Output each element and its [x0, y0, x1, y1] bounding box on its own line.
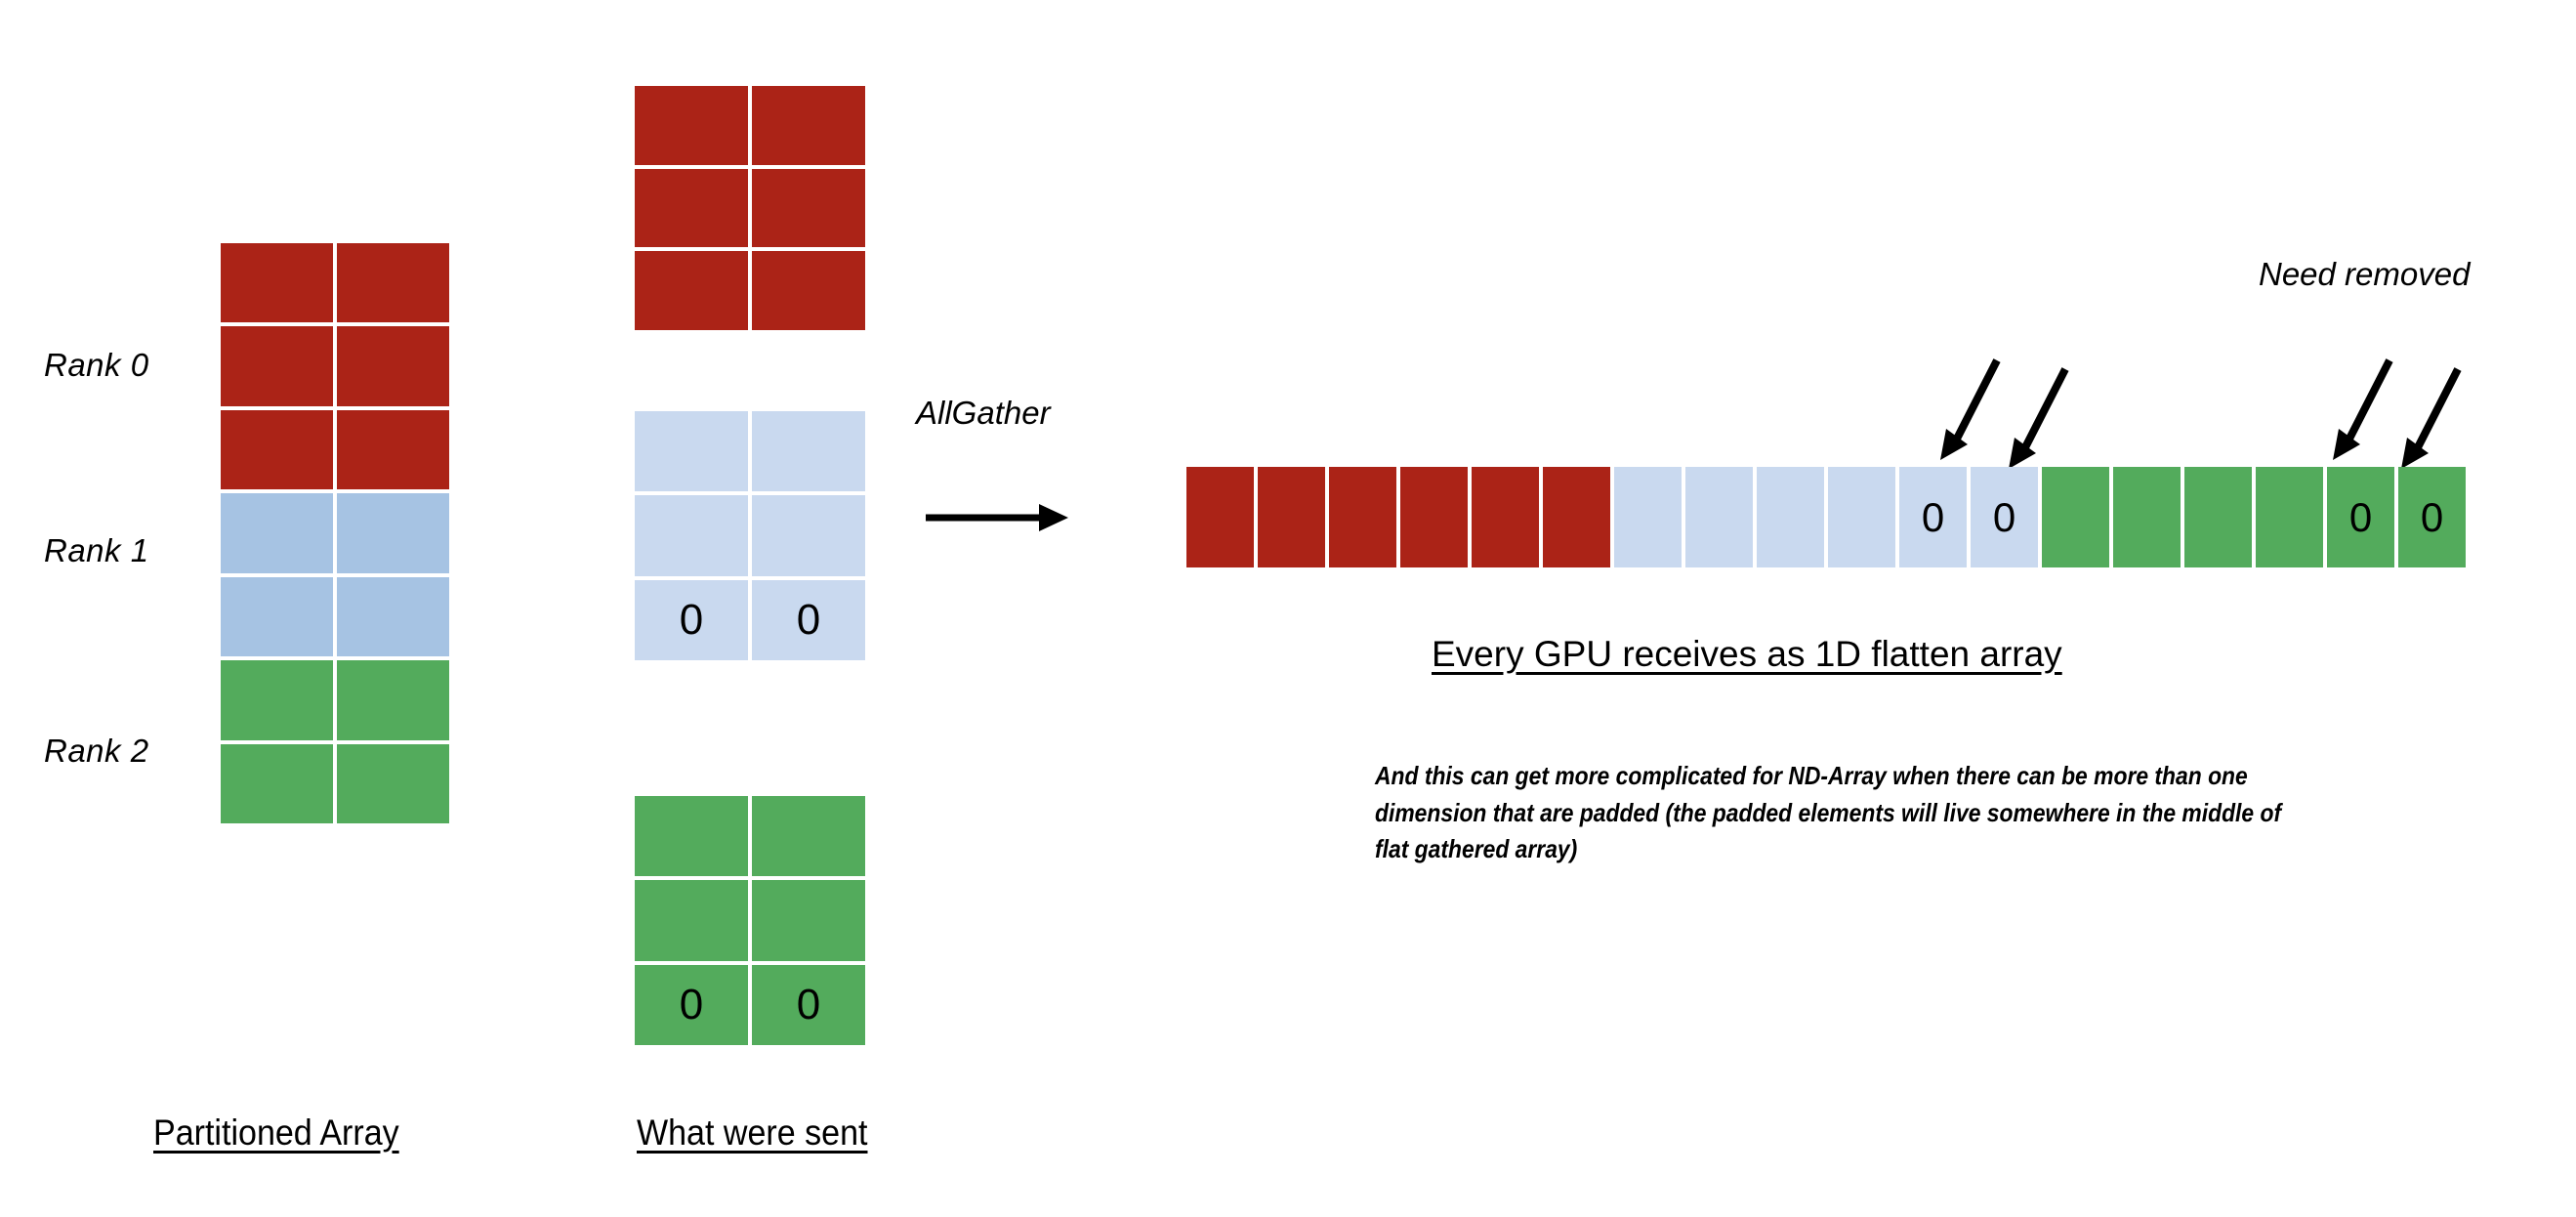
- nd-array-footnote: And this can get more complicated for ND…: [1375, 761, 2282, 864]
- flat-cell-9: [1828, 467, 1895, 567]
- rank-label-1: Rank 1: [44, 532, 149, 568]
- rank-label-2: Rank 2: [44, 733, 149, 769]
- sent-cell-0-1-1: [752, 168, 865, 248]
- sent-cell-1-0-1: [752, 411, 865, 492]
- sent-cell-2-2-1: 0: [752, 964, 865, 1045]
- need-removed-label: Need removed: [2259, 256, 2471, 292]
- partitioned-cell-0-0: [221, 243, 333, 323]
- partitioned-cell-6-1: [337, 743, 449, 823]
- partitioned-cell-5-0: [221, 660, 333, 740]
- flat-array-caption: Every GPU receives as 1D flatten array: [1432, 634, 2062, 674]
- allgather-label: AllGather: [916, 395, 1051, 431]
- partitioned-cell-6-0: [221, 743, 333, 823]
- flat-cell-13: [2113, 467, 2181, 567]
- flat-cell-12: [2042, 467, 2109, 567]
- partitioned-cell-3-1: [337, 493, 449, 573]
- sent-block-rank-0: [635, 86, 865, 330]
- sent-cell-0-1-0: [635, 168, 748, 248]
- flat-cell-14: [2184, 467, 2252, 567]
- flat-cell-3: [1400, 467, 1468, 567]
- sent-cell-2-2-0: 0: [635, 964, 748, 1045]
- allgather-arrow-icon: [926, 504, 1068, 531]
- partitioned-cell-4-0: [221, 576, 333, 657]
- partitioned-cell-0-1: [337, 243, 449, 323]
- flat-cell-11: 0: [1971, 467, 2038, 567]
- partitioned-cell-4-1: [337, 576, 449, 657]
- flat-cell-5: [1543, 467, 1610, 567]
- sent-cell-2-0-1: [752, 796, 865, 877]
- sent-cell-1-1-0: [635, 495, 748, 576]
- sent-cell-2-0-0: [635, 796, 748, 877]
- flat-cell-7: [1685, 467, 1753, 567]
- partitioned-cell-5-1: [337, 660, 449, 740]
- partitioned-array-grid: [221, 243, 449, 823]
- sent-cell-1-2-0: 0: [635, 579, 748, 660]
- what-were-sent-label: What were sent: [637, 1112, 868, 1153]
- flat-cell-10: 0: [1899, 467, 1967, 567]
- sent-cell-0-0-1: [752, 86, 865, 165]
- flat-cell-16: 0: [2327, 467, 2394, 567]
- partitioned-cell-3-0: [221, 493, 333, 573]
- sent-cell-0-0-0: [635, 86, 748, 165]
- need-removed-arrow-2-icon: [2009, 367, 2069, 469]
- partitioned-cell-1-1: [337, 326, 449, 406]
- partitioned-cell-2-0: [221, 409, 333, 490]
- sent-cell-0-2-0: [635, 251, 748, 330]
- sent-cell-1-1-1: [752, 495, 865, 576]
- sent-cell-1-0-0: [635, 411, 748, 492]
- flat-cell-8: [1757, 467, 1824, 567]
- flat-cell-15: [2256, 467, 2323, 567]
- sent-cell-2-1-0: [635, 880, 748, 961]
- flat-cell-4: [1472, 467, 1539, 567]
- sent-cell-1-2-1: 0: [752, 579, 865, 660]
- flat-cell-17: 0: [2398, 467, 2466, 567]
- need-removed-arrow-4-icon: [2401, 367, 2462, 469]
- need-removed-arrow-3-icon: [2333, 358, 2393, 460]
- partitioned-cell-2-1: [337, 409, 449, 490]
- sent-cell-2-1-1: [752, 880, 865, 961]
- rank-label-0: Rank 0: [44, 347, 149, 383]
- need-removed-arrow-1-icon: [1940, 358, 2001, 460]
- flat-cell-2: [1329, 467, 1396, 567]
- flat-cell-1: [1258, 467, 1325, 567]
- sent-cell-0-2-1: [752, 251, 865, 330]
- flat-cell-6: [1614, 467, 1682, 567]
- partitioned-array-label: Partitioned Array: [153, 1112, 399, 1153]
- flat-cell-0: [1186, 467, 1254, 567]
- partitioned-cell-1-0: [221, 326, 333, 406]
